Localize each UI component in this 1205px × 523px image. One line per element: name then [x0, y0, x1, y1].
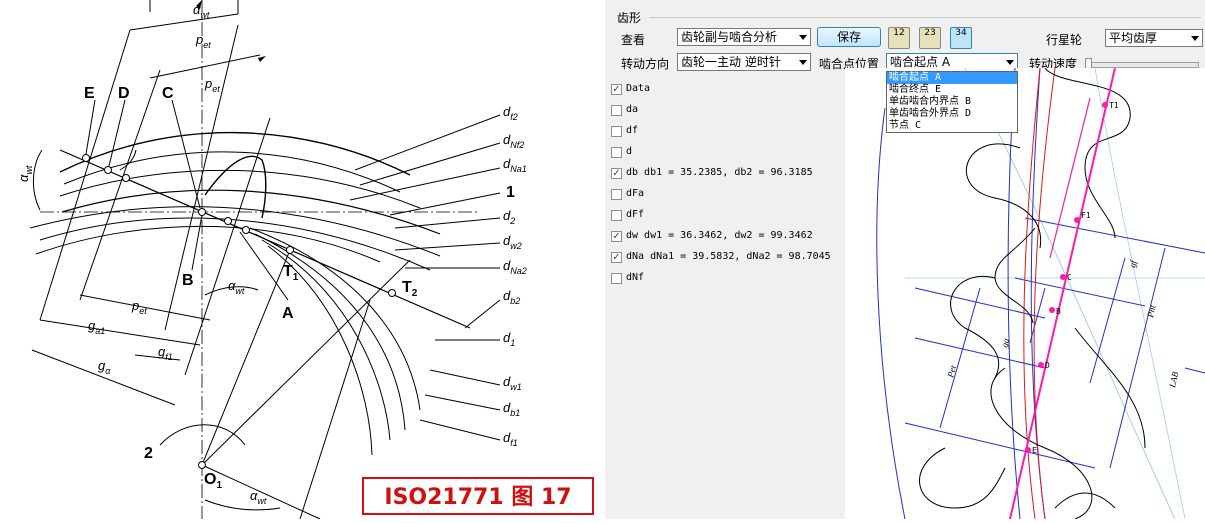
alpha-wt-bottom: αwt	[250, 488, 267, 506]
gear-pair-icon: 23	[924, 28, 936, 38]
df2-label: df2	[503, 104, 518, 122]
planet-select[interactable]: 平均齿厚	[1105, 29, 1203, 47]
alpha-wt-top: αwt	[193, 2, 210, 20]
dna2-label: dNa2	[503, 258, 527, 276]
gear-mesh-figure: E D C B A T1 T2 O1 1 2 αwt αwt αwt αwt p…	[16, 0, 527, 520]
center-o1-label: O1	[204, 471, 222, 491]
dim-lab-label: LAB	[1167, 370, 1180, 389]
d1-label: d1	[503, 330, 515, 348]
galpha-label: gα	[98, 358, 111, 376]
df1-label: df1	[503, 430, 518, 448]
checkbox-box[interactable]	[611, 82, 622, 95]
gear-pair-icon: 34	[955, 28, 967, 38]
tool-gear-12-button[interactable]: 12	[888, 27, 910, 49]
gf1-label: gf1	[158, 344, 173, 362]
chevron-down-icon	[799, 60, 807, 65]
point-t2-label: T2	[402, 279, 418, 299]
pt-d-label: D	[1045, 361, 1050, 370]
rotation-label: 转动方向	[621, 57, 670, 71]
dim-ga-label: ga	[999, 337, 1011, 349]
dnf2-label: dNf2	[503, 132, 524, 150]
mesh-drawing-canvas[interactable]: T1 F1 C B D E gf Pnt Pet LAB ga	[845, 67, 1205, 520]
alpha-wt-middle: αwt	[228, 278, 245, 296]
checkbox-box[interactable]	[611, 250, 622, 263]
checkbox-box[interactable]	[611, 273, 622, 284]
checkbox-box[interactable]	[611, 166, 622, 179]
point-t1-label: T1	[283, 263, 299, 283]
dim-gf-label: gf	[1127, 258, 1138, 268]
group-divider	[649, 17, 1201, 18]
gear-pair-icon: 12	[893, 28, 905, 38]
pt-f1-label: F1	[1081, 211, 1091, 220]
checkbox-box[interactable]	[611, 147, 622, 158]
db1-label: db1	[503, 400, 520, 418]
pt-t1-label: T1	[1109, 101, 1119, 110]
chevron-down-icon	[1006, 60, 1014, 65]
rotation-select-value: 齿轮一主动 逆时针	[681, 55, 781, 69]
point-d-label: D	[118, 85, 130, 102]
speed-label: 转动速度	[1029, 57, 1078, 71]
pt-c-label: C	[1067, 273, 1072, 282]
pt-b-label: B	[1056, 307, 1061, 316]
group-title: 齿形	[617, 11, 642, 25]
axis-one-label: 1	[506, 184, 515, 201]
tool-gear-23-button[interactable]: 23	[919, 27, 941, 49]
chevron-down-icon	[799, 35, 807, 40]
pt-e-label: E	[1032, 446, 1037, 455]
checkbox-box[interactable]	[611, 126, 622, 137]
dropdown-option-d[interactable]: 单齿啮合外界点 D	[889, 108, 972, 119]
mesh-point-label: 啮合点位置	[819, 57, 880, 71]
tool-gear-34-button[interactable]: 34	[950, 27, 972, 49]
mesh-point-select-value: 啮合起点 A	[890, 55, 951, 69]
dim-pet-label: Pet	[945, 364, 958, 380]
save-button[interactable]: 保存	[817, 27, 881, 47]
point-a-label: A	[282, 305, 294, 322]
dropdown-option-a[interactable]: 啮合起点 A	[887, 72, 1017, 84]
dropdown-option-b[interactable]: 单齿啮合内界点 B	[889, 96, 972, 107]
view-select-value: 齿轮副与啮合分析	[681, 30, 778, 44]
pet-top-label: pet	[195, 32, 211, 50]
point-c-label: C	[162, 85, 174, 102]
pet-lower-label: pet	[131, 298, 147, 316]
alpha-wt-left: αwt	[16, 165, 34, 182]
tooth-form-panel: 齿形 查看 齿轮副与啮合分析 保存 12 23 34 行星轮 平均齿厚 转动方向…	[605, 0, 1205, 520]
dropdown-option-e[interactable]: 啮合终点 E	[889, 84, 942, 95]
rotation-two-label: 2	[144, 445, 153, 462]
dw1-label: dw1	[503, 374, 522, 392]
checkbox-box[interactable]	[611, 210, 622, 221]
point-b-label: B	[182, 272, 194, 289]
checkbox-box[interactable]	[611, 105, 622, 116]
d2-label: d2	[503, 208, 515, 226]
view-label: 查看	[621, 33, 646, 47]
dw2-label: dw2	[503, 233, 522, 251]
dropdown-option-c[interactable]: 节点 C	[889, 120, 922, 131]
iso-figure: E D C B A T1 T2 O1 1 2 αwt αwt αwt αwt p…	[0, 0, 605, 520]
view-select[interactable]: 齿轮副与啮合分析	[677, 28, 811, 46]
rotation-select[interactable]: 齿轮一主动 逆时针	[677, 53, 811, 71]
dim-pnt-label: Pnt	[1145, 304, 1158, 320]
checkbox-box[interactable]	[611, 229, 622, 242]
mesh-point-dropdown[interactable]: 啮合起点 A 啮合终点 E 单齿啮合内界点 B 单齿啮合外界点 D 节点 C	[886, 71, 1018, 133]
planet-select-value: 平均齿厚	[1109, 31, 1158, 45]
ga1-label: ga1	[88, 318, 105, 336]
chevron-down-icon	[1191, 36, 1199, 41]
db2-label: db2	[503, 288, 520, 306]
dna1-label: dNa1	[503, 156, 527, 174]
figure-caption: ISO21771 图 17	[362, 477, 594, 515]
point-e-label: E	[84, 85, 95, 102]
planet-label: 行星轮	[1046, 33, 1083, 47]
checkbox-box[interactable]	[611, 189, 622, 200]
mesh-drawing: T1 F1 C B D E gf Pnt Pet LAB ga	[876, 67, 1205, 520]
pet-second-label: pet	[204, 76, 220, 94]
